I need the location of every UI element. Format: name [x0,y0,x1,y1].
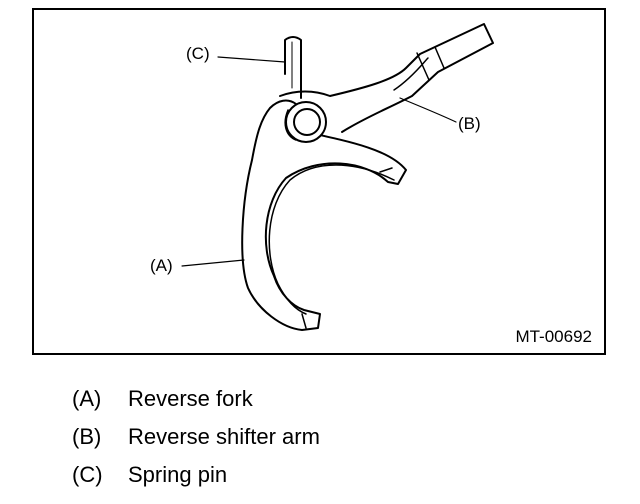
legend-item: (B) Reverse shifter arm [72,418,320,456]
reverse-fork-shape [241,99,407,331]
pivot-boss-inner [293,108,321,136]
shifter-arm-shape [279,23,494,133]
leader-line-b [399,97,457,123]
leader-line-c [217,56,286,63]
spring-pin-shape [284,36,302,99]
leader-line-a [181,259,245,267]
figure-id: MT-00692 [515,327,592,346]
parts-illustration [181,23,494,331]
diagram-frame: (C) (B) (A) MT-00692 [32,8,606,355]
callout-a: (A) [150,256,173,275]
legend-key: (B) [72,424,102,449]
callout-b: (B) [458,114,481,133]
callout-c: (C) [186,44,210,63]
legend-item: (C) Spring pin [72,456,320,494]
legend-label: Spring pin [128,462,228,487]
legend-key: (C) [72,462,103,487]
legend-label: Reverse fork [128,386,253,411]
parts-legend: (A) Reverse fork (B) Reverse shifter arm… [72,380,320,494]
reverse-fork-pad-top [379,167,393,173]
shifter-arm-edge [393,46,445,91]
reverse-fork-pad-bottom [301,313,307,329]
legend-label: Reverse shifter arm [128,424,320,449]
reverse-fork-rib [268,164,395,315]
pivot-boss-shade [284,109,297,141]
legend-key: (A) [72,386,102,411]
legend-item: (A) Reverse fork [72,380,320,418]
